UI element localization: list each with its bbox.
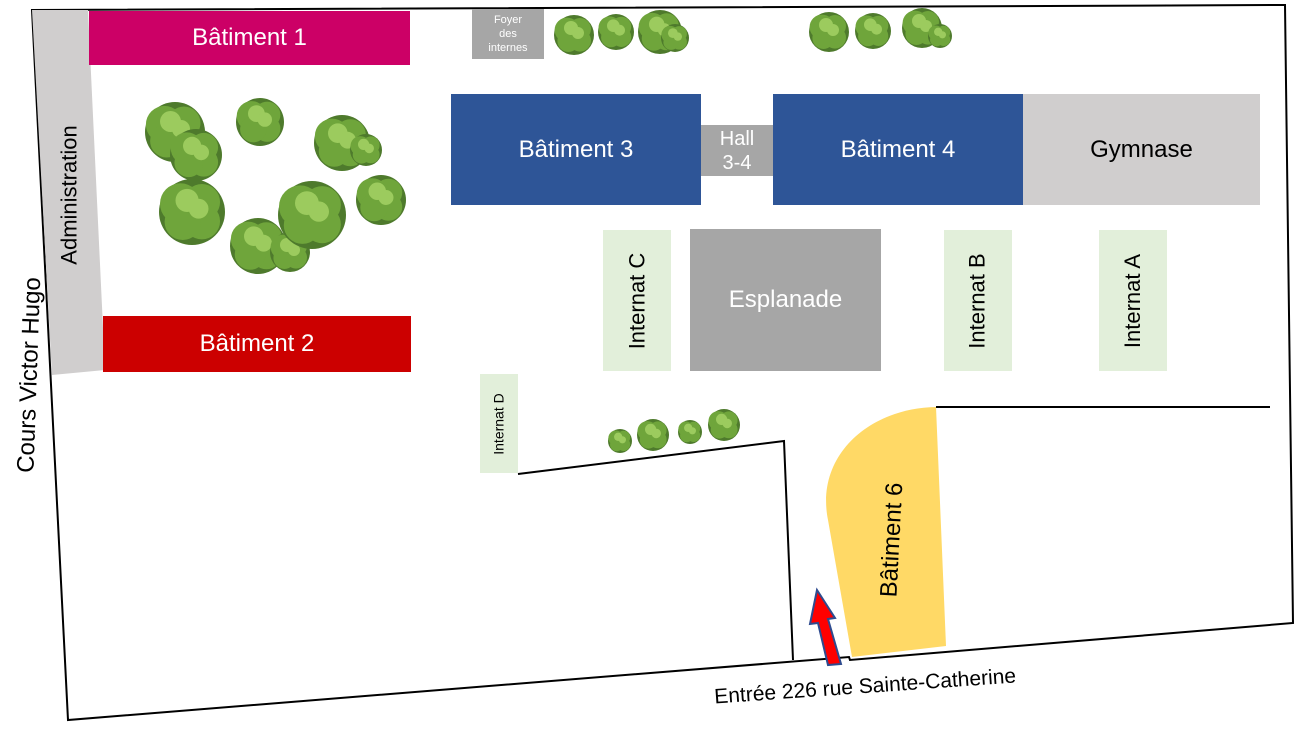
internat-c-label: Internat C [624,252,650,349]
batiment-3: Bâtiment 3 [451,94,701,205]
batiment-2: Bâtiment 2 [103,316,411,372]
internat-b-label: Internat B [965,252,991,349]
batiment-6-label: Bâtiment 6 [875,481,909,598]
batiment-3-label: Bâtiment 3 [518,135,634,163]
batiment-2-label: Bâtiment 2 [199,330,315,357]
internat-a: Internat A [1099,230,1167,371]
foyer-label-line1: Foyer [493,14,523,26]
esplanade-label: Esplanade [728,286,843,313]
hall-3-4: Hall 3-4 [701,125,773,176]
batiment-1-label: Bâtiment 1 [192,24,307,51]
foyer-label-line3: internes [488,42,528,54]
batiment-4: Bâtiment 4 [773,94,1023,205]
batiment6-shape [826,407,946,657]
administration-shape [32,10,105,375]
foyer-des-internes: Foyer des internes [472,9,544,59]
esplanade: Esplanade [690,229,881,371]
street-entrance: Entrée 226 rue Sainte-Catherine [680,664,1050,708]
gymnase-label: Gymnase [1090,135,1193,163]
administration-label: Administration [57,125,83,265]
administration-label-box: Administration [40,95,100,295]
internat-b: Internat B [944,230,1012,371]
site-boundary [30,3,1295,722]
internat-d: Internat D [480,374,518,473]
internat-a-label: Internat A [1120,253,1145,348]
foyer-label-line2: des [499,28,517,40]
entrance-label: Entrée 226 rue Sainte-Catherine [713,664,1017,709]
batiment-6: Bâtiment 6 [850,470,935,610]
hall-label-line1: Hall [719,127,755,150]
internat-c: Internat C [603,230,671,371]
internat-d-label: Internat D [491,392,508,455]
batiment-1: Bâtiment 1 [89,11,410,65]
street-west: Cours Victor Hugo [0,277,140,473]
hall-label-line2: 3-4 [722,151,752,174]
inner-wall-south [517,439,794,661]
batiment-4-label: Bâtiment 4 [840,135,956,163]
entrance-arrow-icon [808,587,843,667]
gymnase: Gymnase [1023,94,1260,205]
